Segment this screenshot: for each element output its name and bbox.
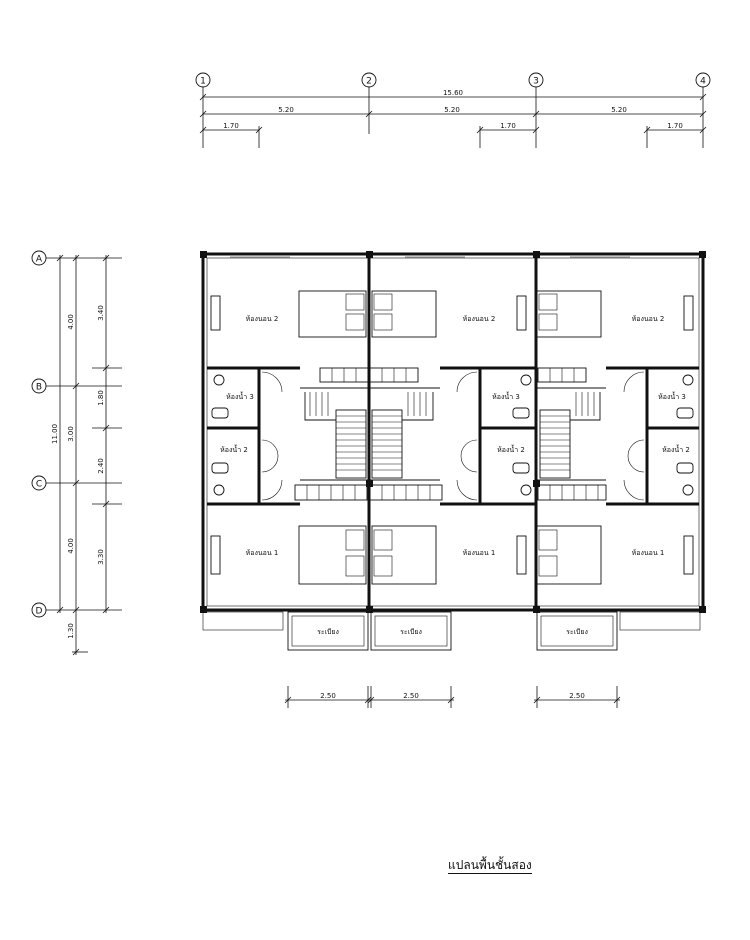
room-label-bath2-unit1: ห้องน้ำ 2 xyxy=(220,443,248,454)
top-grid-markers: 1 2 3 4 xyxy=(195,72,711,88)
bathroom-fixtures xyxy=(211,374,694,496)
svg-text:1: 1 xyxy=(200,77,206,87)
room-label-bedroom2-unit3: ห้องนอน 2 xyxy=(632,315,665,323)
svg-text:3: 3 xyxy=(533,77,539,87)
dim-minor-4: 3.30 xyxy=(97,549,105,565)
room-label-bath3-unit3: ห้องน้ำ 3 xyxy=(658,390,686,401)
dim-minor-1: 3.40 xyxy=(97,305,105,321)
room-label-bath3-unit1: ห้องน้ำ 3 xyxy=(226,390,254,401)
room-labels: ห้องนอน 2 ห้องนอน 2 ห้องนอน 2 ห้องนอน 1 … xyxy=(220,315,690,636)
room-label-bedroom1-unit3: ห้องนอน 1 xyxy=(632,549,665,557)
svg-text:D: D xyxy=(36,607,43,617)
top-dimension-lines: 15.60 5.20 5.20 5.20 1.70 1.70 1.70 xyxy=(199,87,707,148)
dim-bay-3: 5.20 xyxy=(611,106,627,114)
svg-text:4: 4 xyxy=(700,77,706,87)
room-label-balcony-unit3: ระเบียง xyxy=(566,628,588,636)
building-outline xyxy=(200,251,706,613)
grid-marker-1: 1 xyxy=(195,72,211,88)
wardrobes xyxy=(294,367,607,501)
dim-balcony-3: 2.50 xyxy=(569,692,585,700)
dim-overall-width: 15.60 xyxy=(443,89,463,97)
grid-marker-C: C xyxy=(31,475,47,491)
grid-marker-D: D xyxy=(31,602,47,618)
svg-text:A: A xyxy=(36,255,43,265)
room-label-bedroom1-unit1: ห้องนอน 1 xyxy=(246,549,279,557)
dim-major-1: 4.00 xyxy=(67,314,75,330)
grid-marker-A: A xyxy=(31,250,47,266)
staircase-unit-1 xyxy=(304,392,367,479)
room-label-balcony-unit2: ระเบียง xyxy=(400,628,422,636)
room-label-bath2-unit2: ห้องน้ำ 2 xyxy=(497,443,525,454)
left-dimension-lines: 11.00 4.00 3.00 4.00 1.30 3.40 1.80 2.40… xyxy=(46,254,122,656)
dim-balcony-1: 2.50 xyxy=(320,692,336,700)
svg-text:2: 2 xyxy=(366,77,372,87)
staircase-unit-3 xyxy=(539,392,601,479)
wall-shelves xyxy=(210,295,694,575)
grid-marker-4: 4 xyxy=(695,72,711,88)
dim-balcony-2: 2.50 xyxy=(403,692,419,700)
drawing-title-text: แปลนพื้นชั้นสอง xyxy=(448,858,532,874)
svg-text:B: B xyxy=(36,383,42,393)
beds xyxy=(298,290,602,585)
grid-marker-3: 3 xyxy=(528,72,544,88)
balconies xyxy=(202,611,701,651)
room-label-balcony-unit1: ระเบียง xyxy=(317,628,339,636)
bottom-dimension-lines: 2.50 2.50 2.50 xyxy=(284,686,621,708)
dim-overall-depth: 11.00 xyxy=(51,424,59,444)
dim-major-4: 1.30 xyxy=(67,623,75,639)
dim-minor-2: 1.80 xyxy=(97,390,105,406)
dim-sub-2: 1.70 xyxy=(500,122,516,130)
left-grid-markers: A B C D xyxy=(31,250,47,618)
grid-marker-2: 2 xyxy=(361,72,377,88)
staircase-unit-2 xyxy=(371,392,434,479)
grid-marker-B: B xyxy=(31,378,47,394)
svg-text:C: C xyxy=(36,480,42,490)
room-label-bath2-unit3: ห้องน้ำ 2 xyxy=(662,443,690,454)
dim-bay-1: 5.20 xyxy=(278,106,294,114)
room-label-bedroom2-unit1: ห้องนอน 2 xyxy=(246,315,279,323)
dim-major-2: 3.00 xyxy=(67,426,75,442)
dim-bay-2: 5.20 xyxy=(444,106,460,114)
room-label-bedroom2-unit2: ห้องนอน 2 xyxy=(463,315,496,323)
dim-major-3: 4.00 xyxy=(67,538,75,554)
drawing-title: แปลนพื้นชั้นสอง xyxy=(448,856,532,875)
dim-minor-3: 2.40 xyxy=(97,458,105,474)
door-swings xyxy=(261,371,645,501)
dim-sub-1: 1.70 xyxy=(223,122,239,130)
room-label-bedroom1-unit2: ห้องนอน 1 xyxy=(463,549,496,557)
dim-sub-3: 1.70 xyxy=(667,122,683,130)
room-label-bath3-unit2: ห้องน้ำ 3 xyxy=(492,390,520,401)
